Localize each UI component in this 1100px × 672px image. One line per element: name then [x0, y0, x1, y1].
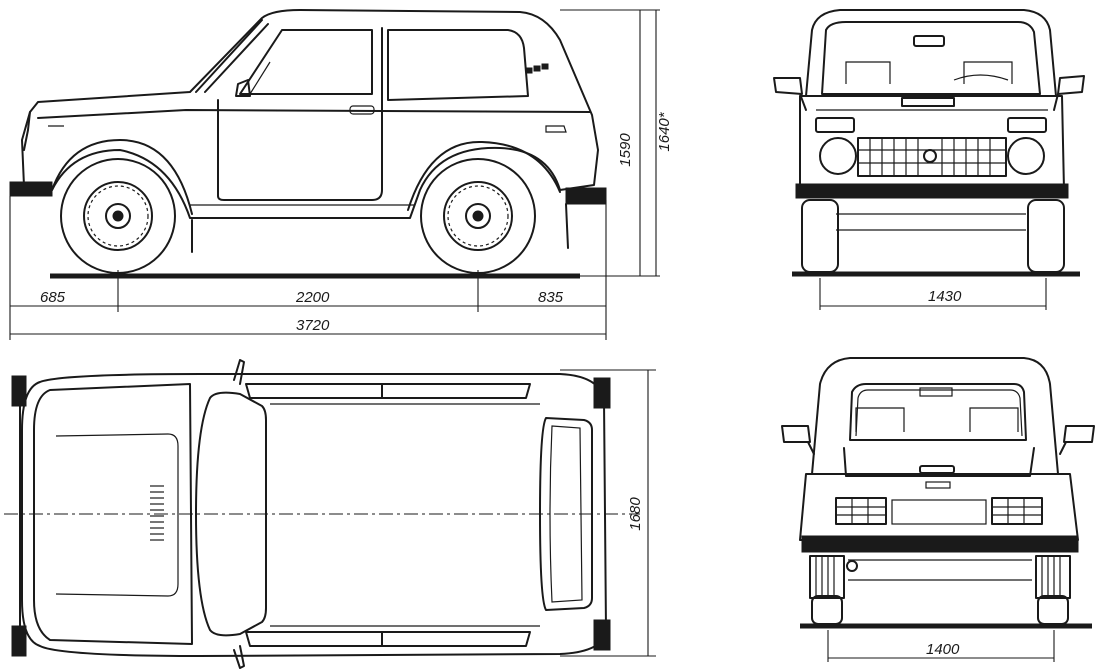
rear-right-tire	[1037, 595, 1069, 625]
rear-top-lamp	[919, 387, 953, 397]
dim-overall-length: 3720	[296, 317, 330, 334]
top-hood-panel	[55, 433, 179, 597]
side-vent-marks	[525, 63, 549, 74]
top-rear-bumper-right	[593, 619, 611, 651]
side-rear-window	[387, 29, 529, 101]
top-rear-window	[539, 417, 593, 611]
rear-badge	[925, 481, 951, 489]
dim-front-overhang: 685	[40, 289, 66, 306]
front-right-indicator	[1007, 117, 1047, 133]
dim-width: 1680	[627, 497, 644, 531]
front-view: 1430	[773, 9, 1085, 310]
side-view: 1590 1640* 685 2200 835 3720	[9, 9, 673, 340]
dim-rear-track: 1400	[926, 641, 960, 658]
top-side-window-right	[245, 631, 531, 647]
dim-front-track: 1430	[928, 288, 962, 305]
front-bumper	[795, 183, 1069, 199]
front-left-mirror	[773, 77, 807, 111]
front-badge	[901, 97, 955, 107]
front-left-tire	[801, 199, 839, 273]
front-rearview-mirror	[913, 35, 945, 47]
top-view: 1680	[4, 359, 656, 669]
rear-cab-outline	[811, 357, 1059, 475]
top-hood-outline	[33, 383, 193, 645]
front-emblem	[923, 149, 937, 163]
side-front-face	[23, 111, 31, 151]
top-rear-window-inner	[549, 425, 583, 603]
front-windshield	[821, 21, 1041, 95]
side-rear-wheel	[420, 158, 536, 274]
rear-left-mirror	[781, 425, 815, 455]
rear-tailgate	[843, 447, 1035, 477]
dim-rear-overhang: 835	[538, 289, 564, 306]
front-cab-outline	[805, 9, 1057, 97]
side-front-arch	[51, 139, 193, 215]
rear-seats	[855, 407, 1019, 432]
dim-wheelbase: 2200	[295, 289, 330, 306]
side-door-outline	[217, 27, 383, 201]
front-left-headlamp	[819, 137, 857, 175]
rear-right-mudflap	[1035, 555, 1071, 599]
side-length-dimensions: 685 2200 835 3720	[9, 196, 607, 340]
side-rear-bumper	[565, 187, 607, 205]
rear-tailgate-handle	[919, 465, 955, 474]
rear-left-tire	[811, 595, 843, 625]
dim-height: 1590	[617, 133, 634, 167]
rear-left-taillamp	[835, 497, 887, 525]
top-roof-outline	[270, 403, 540, 627]
top-windshield	[195, 391, 267, 637]
rear-exhaust	[846, 560, 858, 572]
side-height-dimension: 1590 1640*	[560, 9, 673, 277]
side-front-window	[239, 29, 373, 95]
rear-plate-area	[891, 499, 987, 525]
side-front-wheel	[60, 158, 176, 274]
side-vent-window	[249, 61, 271, 95]
front-right-tire	[1027, 199, 1065, 273]
side-body-outline	[21, 9, 599, 219]
top-mirror-left	[233, 359, 245, 385]
front-underbody	[836, 213, 1026, 231]
side-rear-arch	[407, 140, 561, 211]
top-rear-bumper-left	[593, 377, 611, 409]
side-front-bumper	[9, 181, 53, 197]
front-grille	[857, 137, 1007, 177]
side-trim	[48, 125, 567, 133]
rear-underbody	[848, 559, 1032, 581]
rear-window-inner	[855, 389, 1023, 437]
rear-bumper	[801, 535, 1079, 553]
rear-taillamp-lenses	[836, 498, 1042, 524]
rear-view: 1400	[781, 357, 1095, 662]
front-track-dimension: 1430	[819, 278, 1047, 310]
front-seats	[845, 61, 1013, 84]
front-right-mirror	[1053, 75, 1085, 111]
side-windshield	[195, 19, 269, 93]
front-left-indicator	[815, 117, 855, 133]
side-mudflaps	[191, 203, 569, 253]
top-width-dimension: 1680	[560, 369, 656, 657]
top-mirror-right	[233, 645, 245, 669]
rear-track-dimension: 1400	[827, 630, 1055, 662]
front-steering-wheel	[953, 74, 1009, 81]
rear-window	[849, 383, 1027, 441]
top-body-outline	[21, 373, 607, 657]
dim-height-alt: 1640*	[656, 111, 673, 151]
top-side-window-left	[245, 383, 531, 399]
top-hood-vents	[150, 485, 164, 541]
side-mirror	[235, 79, 251, 97]
rear-left-mudflap	[809, 555, 845, 599]
rear-right-taillamp	[991, 497, 1043, 525]
rear-right-mirror	[1059, 425, 1095, 455]
front-right-headlamp	[1007, 137, 1045, 175]
side-belt-line	[37, 109, 591, 119]
front-grille-slats	[858, 138, 1006, 176]
side-door-handle	[349, 105, 375, 115]
